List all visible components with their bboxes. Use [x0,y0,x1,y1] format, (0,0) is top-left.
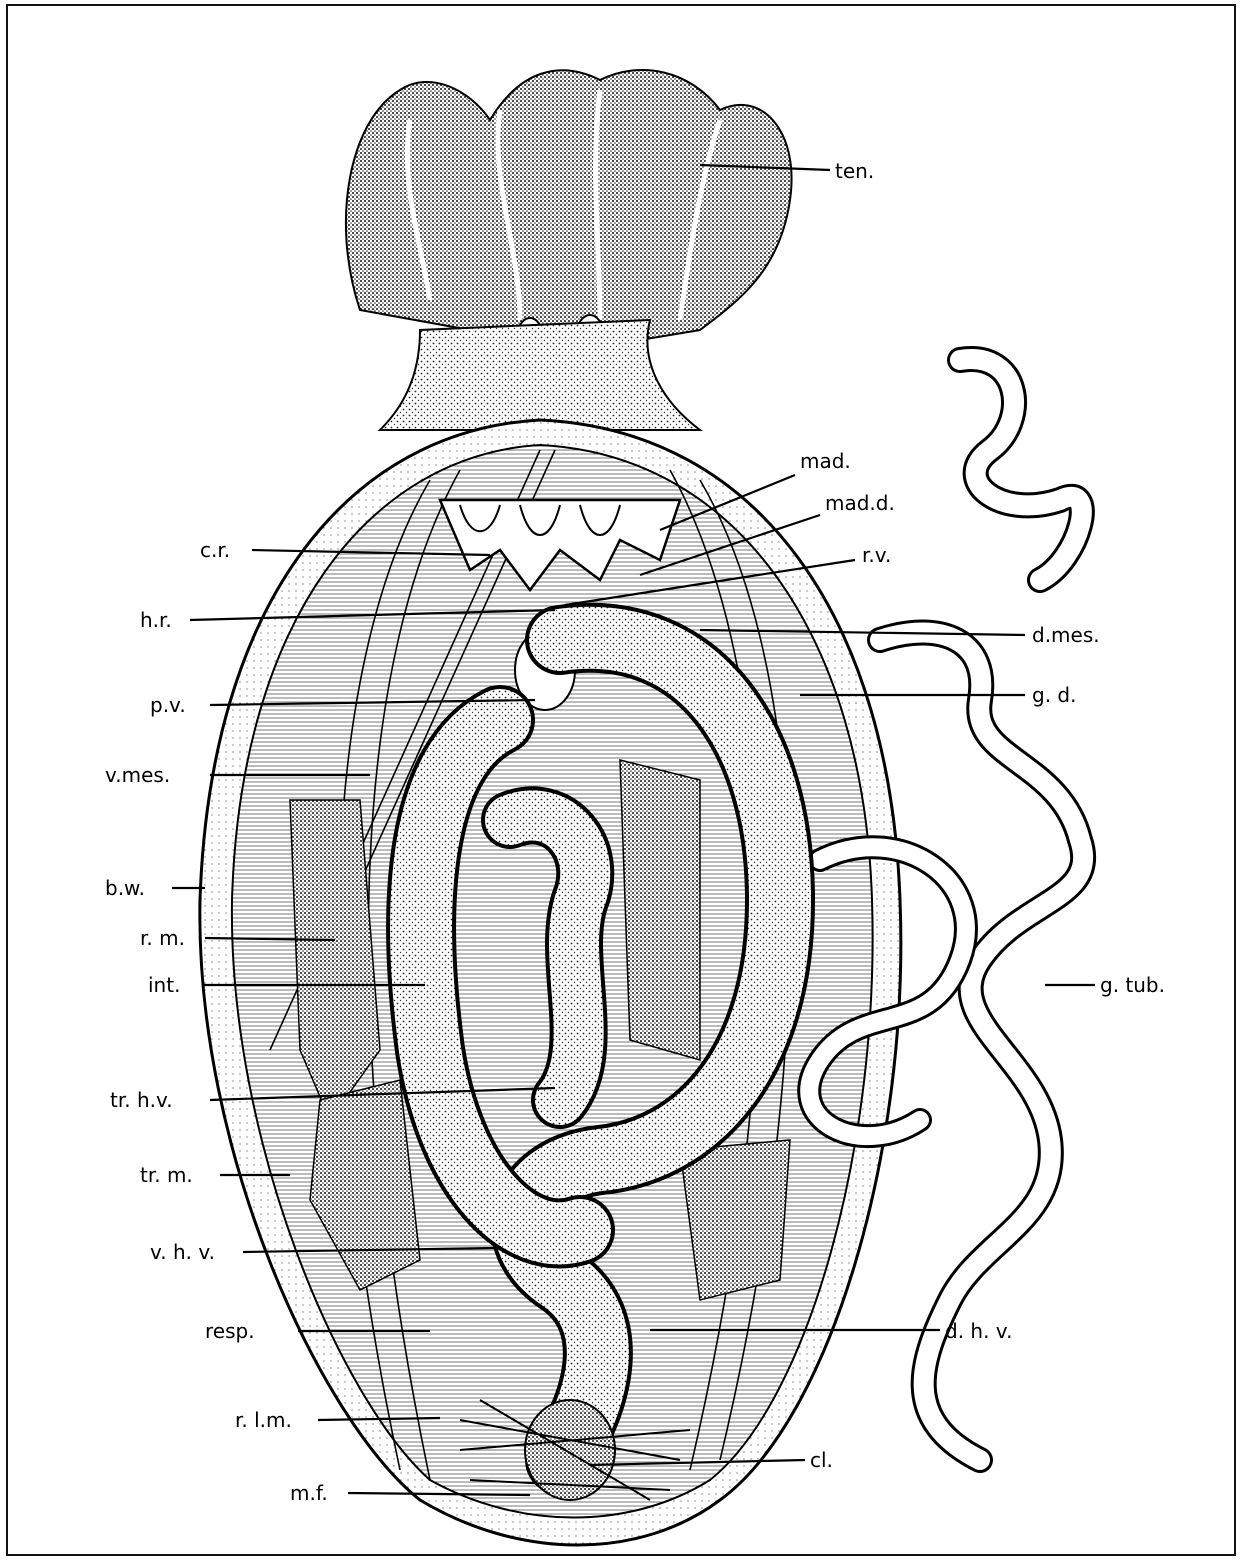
label-mad-d: mad.d. [825,491,895,515]
label-v-mes: v.mes. [105,763,170,787]
label-v-h-v: v. h. v. [150,1240,215,1264]
label-d-mes: d.mes. [1032,623,1100,647]
label-resp: resp. [205,1319,255,1343]
label-int: int. [148,973,180,997]
label-tr-h-v: tr. h.v. [110,1088,173,1112]
label-r-v: r.v. [862,543,891,567]
label-r-l-m: r. l.m. [235,1408,292,1432]
label-cl: cl. [810,1448,833,1472]
label-h-r: h.r. [140,608,172,632]
label-p-v: p.v. [150,693,186,717]
label-ten: ten. [835,159,874,183]
label-d-h-v: d. h. v. [945,1319,1012,1343]
label-r-m: r. m. [140,926,185,950]
label-g-tub: g. tub. [1100,973,1165,997]
label-mad: mad. [800,449,851,473]
label-g-d: g. d. [1032,683,1076,707]
label-m-f: m.f. [290,1481,328,1505]
label-tr-m: tr. m. [140,1163,193,1187]
label-b-w: b.w. [105,876,145,900]
label-c-r: c.r. [200,538,230,562]
